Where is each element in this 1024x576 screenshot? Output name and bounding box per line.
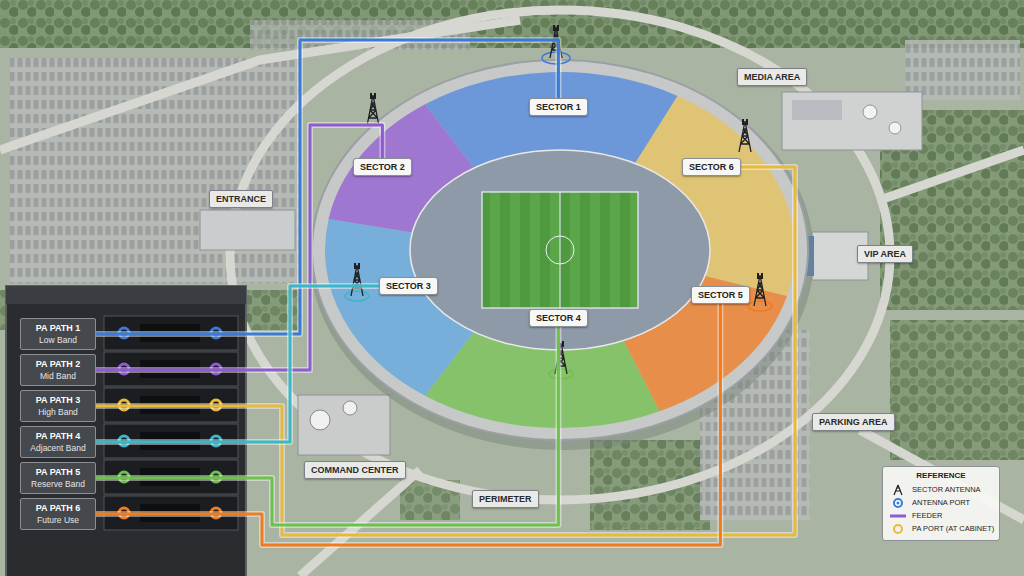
- pa-path-box: PA PATH 2Mid Band: [20, 354, 96, 386]
- node-title: PA PATH 3: [26, 394, 90, 406]
- legend-row: PA PORT (AT CABINET): [889, 522, 993, 535]
- feeder-path: [96, 327, 558, 525]
- feeder-path: [96, 40, 558, 334]
- feeder-glow: [96, 327, 558, 525]
- node-title: SECTOR 2: [360, 162, 405, 172]
- area-label: MEDIA AREA: [737, 68, 807, 86]
- feeder-line: [96, 327, 558, 525]
- node-title: SECTOR 5: [698, 290, 743, 300]
- node-title: PA PATH 6: [26, 502, 90, 514]
- node-subtitle: Future Use: [26, 514, 90, 526]
- node-title: SECTOR 4: [536, 313, 581, 323]
- legend-text: ANTENNA PORT: [912, 498, 970, 507]
- node-title: ENTRANCE: [216, 194, 266, 204]
- node-title: PARKING AREA: [819, 417, 888, 427]
- area-label: ENTRANCE: [209, 190, 273, 208]
- node-subtitle: High Band: [26, 406, 90, 418]
- feeder-line: [96, 40, 558, 334]
- pa-path-box: PA PATH 1Low Band: [20, 318, 96, 350]
- feeder-line: [96, 286, 379, 442]
- node-title: PA PATH 5: [26, 466, 90, 478]
- sector-label: SECTOR 6: [682, 158, 741, 176]
- sector-label: SECTOR 4: [529, 309, 588, 327]
- legend-sample: [889, 497, 907, 509]
- node-title: COMMAND CENTER: [311, 465, 399, 475]
- pa-path-box: PA PATH 6Future Use: [20, 498, 96, 530]
- legend-row: FEEDER: [889, 509, 993, 522]
- feeder-path: [96, 167, 795, 535]
- stadium: [310, 60, 814, 450]
- sector-label: SECTOR 1: [529, 98, 588, 116]
- feeder-sample: [890, 514, 906, 517]
- legend-row: SECTOR ANTENNA: [889, 483, 993, 496]
- node-title: SECTOR 1: [536, 102, 581, 112]
- feeder-path: [96, 125, 382, 370]
- node-subtitle: Mid Band: [26, 370, 90, 382]
- pa-path-box: PA PATH 3High Band: [20, 390, 96, 422]
- feeder-glow: [96, 304, 720, 545]
- node-title: MEDIA AREA: [744, 72, 800, 82]
- feeder-path: [96, 304, 720, 545]
- node-title: PERIMETER: [479, 494, 532, 504]
- node-subtitle: Adjacent Band: [26, 442, 90, 454]
- feeder-path: [96, 286, 379, 442]
- feeder-line: [96, 125, 382, 370]
- node-title: PA PATH 4: [26, 430, 90, 442]
- feeder-glow: [96, 40, 558, 334]
- legend-row: ANTENNA PORT: [889, 496, 993, 509]
- sector-label: SECTOR 3: [379, 277, 438, 295]
- legend-text: FEEDER: [912, 511, 942, 520]
- legend-text: SECTOR ANTENNA: [912, 485, 981, 494]
- feeder-glow: [96, 167, 795, 535]
- feeder-line: [96, 167, 795, 535]
- legend-sample: [889, 484, 907, 496]
- legend-sample: [889, 523, 907, 535]
- feeder-line: [96, 304, 720, 545]
- node-title: PA PATH 1: [26, 322, 90, 334]
- node-subtitle: Reserve Band: [26, 478, 90, 490]
- area-label: PARKING AREA: [812, 413, 895, 431]
- node-title: VIP AREA: [864, 249, 906, 259]
- port-symbol-dot: [897, 501, 900, 504]
- sector-label: SECTOR 2: [353, 158, 412, 176]
- antenna-symbol: [894, 485, 902, 495]
- legend-text: PA PORT (AT CABINET): [912, 524, 994, 533]
- node-title: PA PATH 2: [26, 358, 90, 370]
- equipment-cabinet: [6, 286, 246, 576]
- node-subtitle: Low Band: [26, 334, 90, 346]
- pa-path-box: PA PATH 4Adjacent Band: [20, 426, 96, 458]
- feeder-glow: [96, 286, 379, 442]
- node-title: SECTOR 6: [689, 162, 734, 172]
- port-symbol: [894, 499, 902, 507]
- sector-label: SECTOR 5: [691, 286, 750, 304]
- area-label: COMMAND CENTER: [304, 461, 406, 479]
- legend-sample: [889, 510, 907, 522]
- legend-box: REFERENCE SECTOR ANTENNA ANTENNA PORT FEEDE…: [882, 466, 1000, 541]
- pa-path-box: PA PATH 5Reserve Band: [20, 462, 96, 494]
- node-title: SECTOR 3: [386, 281, 431, 291]
- area-label: VIP AREA: [857, 245, 913, 263]
- legend-title: REFERENCE: [889, 471, 993, 480]
- area-label: PERIMETER: [472, 490, 539, 508]
- feeder-glow: [96, 125, 382, 370]
- roads: [0, 10, 1024, 576]
- pa-port-symbol: [894, 525, 902, 533]
